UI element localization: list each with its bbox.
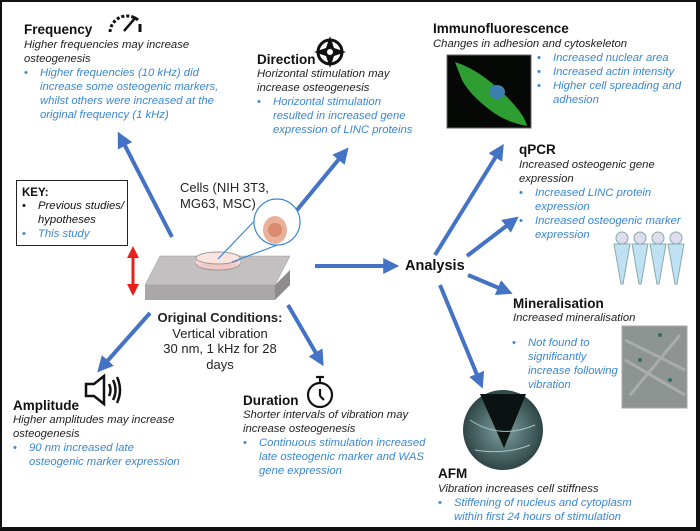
frequency-hypothesis: Higher frequencies may increase osteogen… xyxy=(24,38,218,122)
text-line: Stiffening of nucleus and cytoplasm xyxy=(454,497,632,509)
text-line: Horizontal stimulation xyxy=(273,96,381,108)
text-line: 90 nm increased late xyxy=(29,442,134,454)
duration-hypothesis: Shorter intervals of vibration may incre… xyxy=(243,408,425,478)
direction-hypothesis: Horizontal stimulation may increase oste… xyxy=(257,67,412,137)
text-line: Higher amplitudes may increase xyxy=(13,414,175,426)
text-line: late osteogenic marker and WAS xyxy=(259,451,424,463)
text-line: adhesion xyxy=(553,94,599,106)
immuno-finding: Higher cell spreading and adhesion xyxy=(537,79,681,107)
arrow-to-frequency xyxy=(117,131,174,238)
mineral-hypothesis: Increased mineralisation xyxy=(513,312,636,324)
amplitude-title: Amplitude xyxy=(13,398,79,413)
text-line: Higher frequencies (10 kHz) did xyxy=(40,67,199,79)
text-line: 30 nm, 1 kHz for 28 xyxy=(163,341,277,356)
qpcr-title: qPCR xyxy=(519,142,556,157)
amplitude-finding: 90 nm increased late osteogenic marker e… xyxy=(13,441,180,469)
arrow-to-direction xyxy=(295,147,349,212)
text-line: significantly xyxy=(528,351,587,363)
text-line: Increased LINC protein xyxy=(535,187,652,199)
direction-finding: Horizontal stimulation resulted in incre… xyxy=(257,95,412,137)
afm-title: AFM xyxy=(438,466,468,481)
gauge-icon xyxy=(108,14,142,33)
text-line: Cells (NIH 3T3, xyxy=(180,180,269,195)
text-line: increase osteogenesis xyxy=(243,423,356,435)
mineral-title: Mineralisation xyxy=(513,296,604,311)
text-line: increase following xyxy=(528,365,618,377)
text-line: increase some osteogenic markers, xyxy=(40,81,219,93)
stopwatch-icon xyxy=(306,375,334,409)
arrow-to-afm xyxy=(438,284,485,389)
text-line: Higher frequencies may increase xyxy=(24,39,190,51)
immuno-finding: Increased nuclear area xyxy=(537,51,681,65)
arrow-to-immuno xyxy=(433,143,504,257)
compass-icon xyxy=(314,36,346,68)
text-line: Vertical vibration xyxy=(172,325,268,341)
duration-title: Duration xyxy=(243,393,299,408)
duration-finding: Continuous stimulation increased late os… xyxy=(243,436,425,478)
text-line: expression xyxy=(519,173,574,185)
frequency-title: Frequency xyxy=(24,22,93,37)
key-item-previous: Previous studies/ hypotheses xyxy=(22,199,127,227)
arrow-to-qpcr xyxy=(465,216,519,258)
text-line: MG63, MSC) xyxy=(180,195,256,211)
afm-hypothesis: Vibration increases cell stiffness Stiff… xyxy=(438,482,632,524)
text-line: resulted in increased gene xyxy=(273,110,406,122)
text-line: Shorter intervals of vibration may xyxy=(243,409,409,421)
key-title: KEY: xyxy=(22,187,49,199)
key-box: KEY: Previous studies/ hypotheses This s… xyxy=(16,180,128,246)
text-line: Higher cell spreading and xyxy=(553,80,682,92)
text-line: hypotheses xyxy=(38,214,96,226)
text-line: Previous studies/ xyxy=(38,200,125,212)
original-conditions-title: Original Conditions: xyxy=(157,310,283,325)
key-item-this-study: This study xyxy=(22,227,127,241)
original-conditions: Original Conditions: Vertical vibration … xyxy=(150,310,290,372)
text-line: days xyxy=(206,356,234,372)
text-line: increase osteogenesis xyxy=(257,82,370,94)
text-line: This study xyxy=(38,228,90,240)
text-line: whilst others were increased at the xyxy=(40,95,214,107)
immunofluorescence-image xyxy=(446,54,532,129)
qpcr-hypothesis: Increased osteogenic gene expression Inc… xyxy=(519,158,681,242)
text-line: Horizontal stimulation may xyxy=(257,68,390,80)
immuno-findings: Increased nuclear area Increased actin i… xyxy=(537,51,681,107)
text-line: Increased osteogenic marker xyxy=(535,215,681,227)
text-line: Increased osteogenic gene xyxy=(519,159,655,171)
qpcr-finding: Increased LINC protein expression xyxy=(519,186,681,214)
arrow-to-duration xyxy=(286,303,324,367)
qpcr-finding: Increased osteogenic marker expression xyxy=(519,214,681,242)
text-line: expression xyxy=(535,201,590,213)
text-line: original frequency (1 kHz) xyxy=(40,109,169,121)
immuno-finding: Increased actin intensity xyxy=(537,65,681,79)
speaker-icon xyxy=(84,373,122,407)
immuno-hypothesis: Changes in adhesion and cytoskeleton xyxy=(433,38,628,50)
afm-image xyxy=(463,390,543,470)
text-line: expression xyxy=(535,229,590,241)
text-line: osteogenesis xyxy=(24,53,91,65)
arrow-to-mineral xyxy=(467,273,513,295)
text-line: Continuous stimulation increased xyxy=(259,437,426,449)
vibration-platform xyxy=(144,251,291,300)
cells-label: Cells (NIH 3T3, MG63, MSC) xyxy=(180,180,269,211)
arrow-to-amplitude xyxy=(97,311,152,373)
cell-zoom-callout xyxy=(217,198,301,263)
text-line: within first 24 hours of stimulation xyxy=(454,511,622,523)
text-line: osteogenesis xyxy=(13,428,80,440)
text-line: Not found to xyxy=(528,337,590,349)
text-line: gene expression xyxy=(259,465,342,477)
text-line: expression of LINC proteins xyxy=(273,124,413,136)
amplitude-hypothesis: Higher amplitudes may increase osteogene… xyxy=(13,413,180,469)
frequency-finding: Higher frequencies (10 kHz) did increase… xyxy=(24,66,218,122)
immuno-title: Immunofluorescence xyxy=(433,21,569,36)
analysis-label: Analysis xyxy=(405,258,465,274)
mineral-finding: Not found to significantly increase foll… xyxy=(512,336,700,392)
direction-title: Direction xyxy=(257,52,316,67)
afm-finding: Stiffening of nucleus and cytoplasm with… xyxy=(438,496,632,524)
text-line: vibration xyxy=(528,379,571,391)
text-line: Vibration increases cell stiffness xyxy=(438,483,599,495)
text-line: osteogenic marker expression xyxy=(29,456,180,468)
